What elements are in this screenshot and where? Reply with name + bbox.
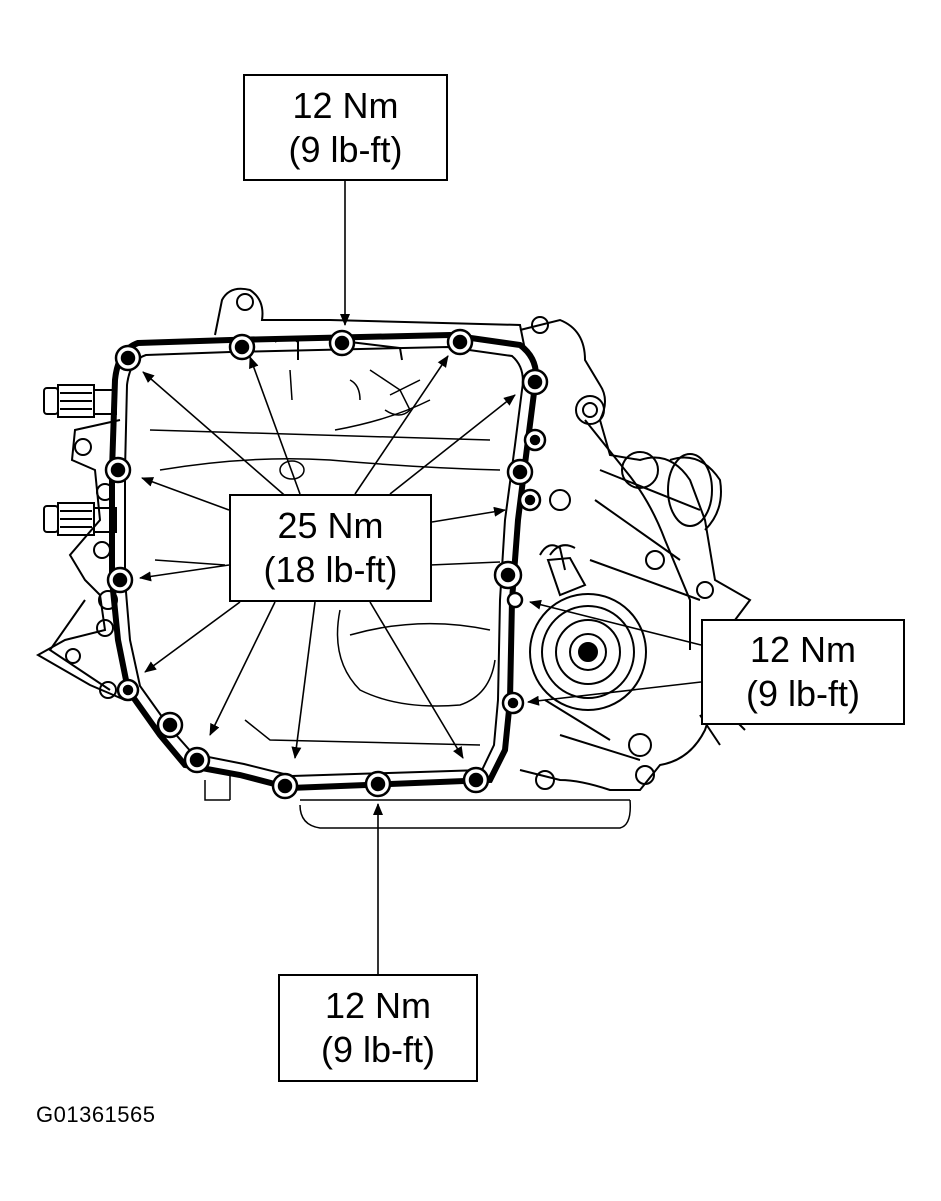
arrow-center-to-top-2 bbox=[354, 355, 449, 495]
bolt bbox=[106, 566, 134, 594]
bolt bbox=[364, 770, 392, 798]
bolt bbox=[156, 711, 184, 739]
torque-lbft: (9 lb-ft) bbox=[745, 673, 860, 714]
torque-callout-bottom: 12 Nm (9 lb-ft) bbox=[278, 974, 478, 1082]
bolt bbox=[114, 344, 142, 372]
arrow-center-to-left-3 bbox=[144, 601, 241, 673]
arrow-center-to-bottom-right bbox=[369, 601, 464, 759]
arrow-right-to-lower bbox=[527, 681, 702, 706]
bolt bbox=[228, 333, 256, 361]
figure-code: G01361565 bbox=[36, 1102, 156, 1127]
bolt bbox=[328, 329, 356, 357]
arrow-center-to-left-1 bbox=[141, 477, 230, 511]
torque-lbft: (9 lb-ft) bbox=[320, 1029, 435, 1070]
torque-callout-right: 12 Nm (9 lb-ft) bbox=[701, 619, 905, 725]
torque-lbft: (18 lb-ft) bbox=[263, 549, 398, 590]
bolt bbox=[183, 746, 211, 774]
arrow-center-to-left-2 bbox=[139, 564, 230, 582]
transmission-housing bbox=[519, 316, 752, 791]
arrow-center-to-top-1 bbox=[249, 356, 301, 495]
bolt bbox=[104, 456, 132, 484]
bolt bbox=[462, 766, 490, 794]
bolt bbox=[493, 560, 523, 590]
leader-arrows bbox=[139, 181, 702, 974]
arrow-center-to-bottom-1 bbox=[291, 601, 316, 759]
torque-callout-center: 25 Nm (18 lb-ft) bbox=[229, 494, 432, 602]
bolt bbox=[271, 772, 299, 800]
bolt bbox=[518, 488, 542, 512]
bolt bbox=[506, 591, 524, 609]
bolt bbox=[501, 691, 525, 715]
torque-nm: 12 Nm bbox=[749, 629, 857, 670]
torque-nm: 12 Nm bbox=[324, 985, 432, 1026]
pan-bolts bbox=[104, 328, 549, 800]
bolt bbox=[506, 458, 534, 486]
oil-pan-body-detail bbox=[149, 369, 632, 829]
bolt bbox=[523, 428, 547, 452]
arrow-center-to-top-left bbox=[142, 371, 291, 501]
arrow-right-to-upper bbox=[529, 599, 702, 646]
torque-nm: 12 Nm bbox=[292, 84, 399, 126]
torque-callout-top: 12 Nm (9 lb-ft) bbox=[243, 74, 448, 181]
arrow-center-to-bottom-left bbox=[209, 601, 276, 736]
bolt bbox=[446, 328, 474, 356]
arrow-center-to-top-right bbox=[389, 394, 516, 495]
bolt bbox=[521, 368, 549, 396]
torque-lbft: (9 lb-ft) bbox=[288, 128, 403, 170]
arrow-center-to-right bbox=[431, 506, 506, 523]
torque-nm: 25 Nm bbox=[277, 505, 384, 546]
bolt bbox=[116, 678, 140, 702]
